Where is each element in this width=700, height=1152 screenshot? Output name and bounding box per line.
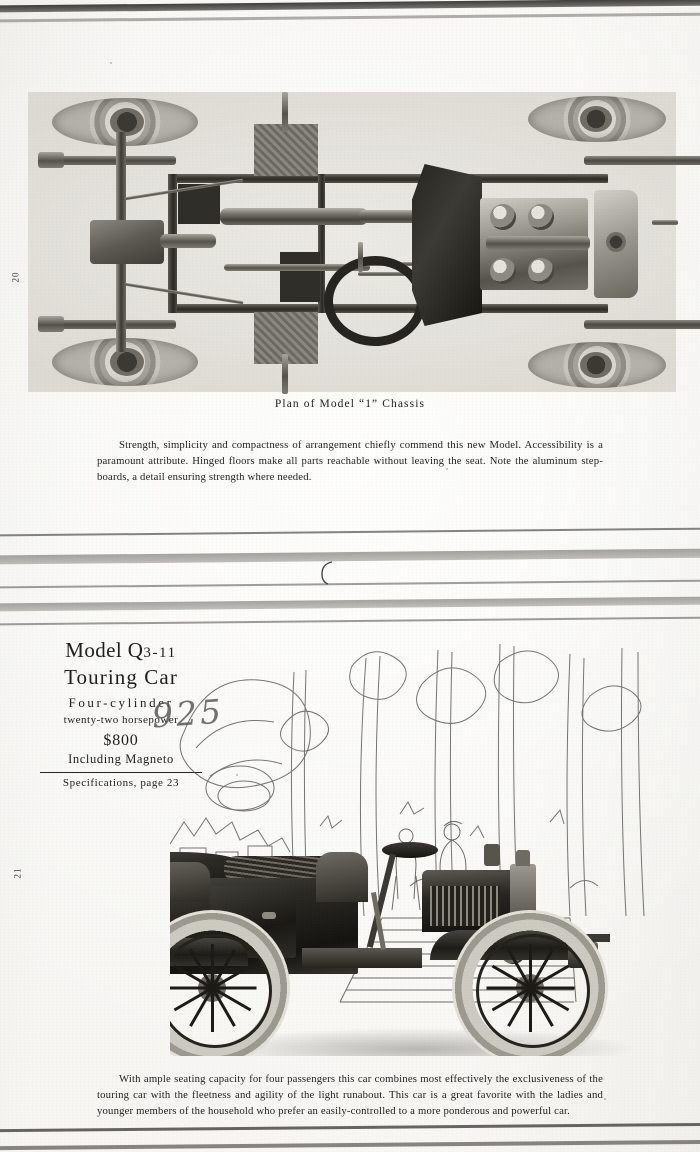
touring-car-section: Model Q3-11 Touring Car Four-cylinder tw… <box>0 596 700 1152</box>
front-seat-back <box>316 852 368 902</box>
hub-rear-upper <box>580 106 612 132</box>
door-handle <box>262 912 276 919</box>
model-description-block: Model Q3-11 Touring Car Four-cylinder tw… <box>36 638 206 789</box>
front-rim <box>476 934 590 1048</box>
cross-member-mid <box>318 174 325 313</box>
cylinder-3 <box>490 258 516 284</box>
rear-spoke <box>211 988 214 1032</box>
scan-band-mid-3 <box>0 579 700 589</box>
paper-speck <box>236 774 238 776</box>
hub-front-upper <box>110 108 144 136</box>
front-spoke <box>529 988 532 1032</box>
step-post-upper <box>282 92 288 132</box>
gusset-mid-lower <box>280 252 320 302</box>
model-name-letter: Q <box>127 638 144 662</box>
front-spoke <box>530 986 575 990</box>
frame-rail-upper <box>168 174 608 183</box>
chassis-plan-photograph <box>28 92 700 394</box>
axle-end-left-lower <box>38 316 64 332</box>
step-board-upper <box>254 124 318 176</box>
spring-rear-right <box>584 320 700 329</box>
paper-speck <box>110 62 112 64</box>
foliage-1 <box>349 651 407 700</box>
foliage-4 <box>280 710 329 752</box>
tree-trunk-5 <box>566 653 571 917</box>
model-cylinders: Four-cylinder <box>68 695 174 710</box>
model-divider-rule <box>40 772 202 773</box>
balloon-shape <box>179 679 311 788</box>
paper-speck <box>604 1098 606 1100</box>
paper-speck <box>446 468 448 470</box>
model-horsepower: twenty-two horsepower <box>63 714 179 726</box>
hood-louvres <box>430 886 500 926</box>
handwritten-annotation: 925 <box>150 691 226 736</box>
steering-wheel <box>324 256 426 346</box>
spring-front-left <box>48 156 176 165</box>
touring-car-caption: With ample seating capacity for four pas… <box>97 1072 603 1118</box>
figure-2-hat <box>443 820 463 827</box>
radiator-cap <box>516 850 530 866</box>
rear-rim <box>170 934 272 1048</box>
model-name-prefix: Model <box>65 638 123 662</box>
gearbox-housing <box>90 220 164 264</box>
cylinder-1 <box>490 204 516 230</box>
model-specifications-link[interactable]: Specifications, page 23 <box>62 777 180 789</box>
hub-front-lower <box>110 348 144 376</box>
touring-car-illustration <box>170 636 680 1056</box>
foliage-5 <box>581 685 642 732</box>
intake-manifold <box>486 236 590 250</box>
foliage-2 <box>416 667 487 724</box>
side-lamp <box>484 844 500 866</box>
rear-spoke <box>212 986 257 990</box>
rear-spoke <box>211 944 214 988</box>
chassis-section: Plan of Model “1” Chassis Strength, simp… <box>0 0 700 520</box>
model-type: Touring Car <box>64 665 178 689</box>
dash-board <box>412 164 482 326</box>
spring-rear-left <box>584 156 700 165</box>
model-name-line: Model Q3-11 <box>36 638 206 663</box>
figure-2-head <box>443 823 461 841</box>
rear-spoke <box>170 986 213 990</box>
torque-tube-upper <box>220 208 368 225</box>
front-spoke <box>486 986 531 990</box>
exhaust-pipe <box>652 220 678 225</box>
axle-end-left-upper <box>38 152 64 168</box>
page-folio-top: 20 <box>10 271 21 283</box>
steering-wheel-spindle <box>358 242 363 272</box>
hub-rear-lower <box>580 352 612 378</box>
scan-band-mid-1 <box>0 527 700 537</box>
chassis-caption: Strength, simplicity and compactness of … <box>97 438 603 484</box>
model-price-note: Including Magneto <box>68 752 174 766</box>
balloon-basket-loop <box>205 765 275 811</box>
figure-1-head <box>398 828 414 844</box>
steering-wheel-rim <box>382 842 438 858</box>
village-rooftops <box>170 817 291 853</box>
figure-title: Plan of Model “1” Chassis <box>274 398 426 410</box>
foliage-3 <box>493 650 559 704</box>
brake-rod-upper <box>224 264 370 271</box>
universal-joint <box>160 234 216 248</box>
front-spoke <box>529 944 532 988</box>
running-board <box>302 948 422 968</box>
crank-boss <box>606 232 626 252</box>
cylinder-4 <box>528 258 554 284</box>
model-price: $800 <box>103 732 139 749</box>
model-name-number: 3-11 <box>143 645 177 661</box>
drag-link-lower <box>124 282 244 305</box>
cylinder-2 <box>528 204 554 230</box>
step-post-lower <box>282 354 288 394</box>
gutter-hook-artifact <box>321 561 333 585</box>
scan-band-mid-2 <box>0 548 700 565</box>
spring-front-right <box>48 320 176 329</box>
rear-seat-back <box>170 862 210 902</box>
motorcar-rendering <box>170 842 680 1056</box>
